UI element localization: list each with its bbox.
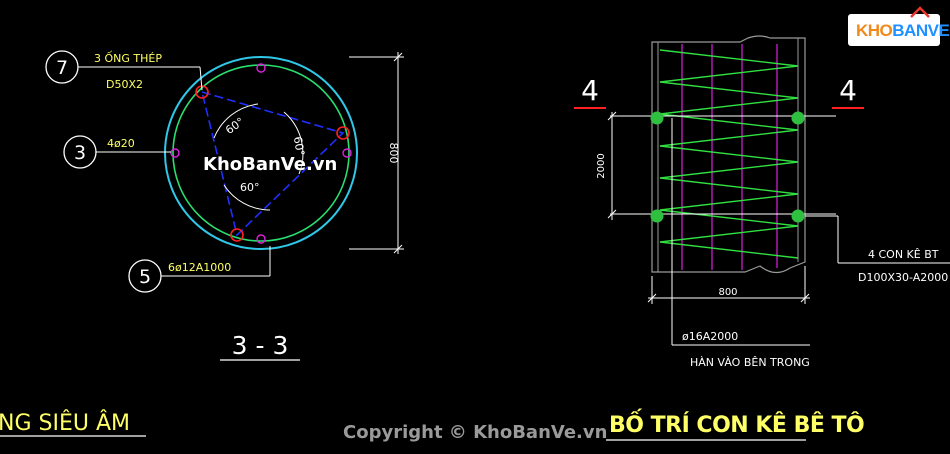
spiral-stirrup bbox=[659, 49, 799, 259]
dimension-spacing-label: 2000 bbox=[596, 153, 607, 178]
spacer-top-left bbox=[650, 111, 664, 125]
spacer-note-line1: 4 CON KÊ BT bbox=[868, 248, 939, 261]
spiral-note-line1: ø16A2000 bbox=[682, 330, 738, 343]
rebar-bottom bbox=[256, 234, 266, 244]
khobanve-logo[interactable]: KHOBANVE bbox=[848, 14, 950, 46]
spacer-bottom-left bbox=[650, 209, 664, 223]
callout-7-arrow bbox=[199, 66, 203, 91]
spacer-top-right bbox=[791, 111, 805, 125]
section-mark-right: 4 bbox=[839, 74, 857, 107]
partial-heading-right: BỐ TRÍ CON KÊ BÊ TÔ bbox=[609, 409, 864, 438]
concrete-spacers bbox=[650, 111, 805, 223]
elevation-4: 4 4 2000 800 ø16A2000 HÀN VÀO BÊN TRONG … bbox=[574, 35, 950, 441]
steel-pipe-3 bbox=[230, 228, 244, 242]
callout-3-number: 3 bbox=[74, 142, 86, 164]
dimension-width-label: 800 bbox=[718, 287, 737, 298]
logo-house-icon bbox=[910, 6, 930, 18]
section-mark-left: 4 bbox=[581, 74, 599, 107]
callout-7-line1: 3 ỐNG THÉP bbox=[94, 51, 162, 65]
rebar-top bbox=[256, 63, 266, 73]
spacer-bottom-right bbox=[791, 209, 805, 223]
outer-ring bbox=[164, 56, 358, 250]
angle-arc-right bbox=[283, 111, 304, 175]
pile-outline bbox=[651, 35, 806, 274]
rebar-right bbox=[342, 148, 352, 158]
angle-arc-bottom bbox=[223, 184, 271, 211]
inner-ring bbox=[172, 64, 350, 242]
logo-text-right: BANVE bbox=[892, 21, 950, 40]
tie-line bbox=[201, 91, 345, 237]
dimension-diameter bbox=[349, 52, 404, 254]
section-title: 3 - 3 bbox=[232, 331, 289, 360]
callout-7-number: 7 bbox=[56, 57, 68, 79]
spiral-note-line2: HÀN VÀO BÊN TRONG bbox=[690, 356, 810, 369]
dimension-width bbox=[647, 266, 810, 304]
rebar-left bbox=[170, 148, 180, 158]
steel-pipe-2 bbox=[336, 126, 350, 140]
callout-3-label: 4ø20 bbox=[107, 137, 135, 150]
watermark-center: KhoBanVe.vn bbox=[203, 154, 337, 175]
angle-label-3: 60° bbox=[240, 181, 260, 194]
dimension-diameter-label: 800 bbox=[387, 143, 400, 164]
watermark-copyright: Copyright © KhoBanVe.vn bbox=[343, 422, 607, 443]
section-3-3: 60° 60° 60° 7 3 ỐNG THÉP D50X2 3 4ø20 5 … bbox=[0, 50, 404, 437]
dimension-spacing bbox=[607, 111, 617, 220]
callout-7-line2: D50X2 bbox=[106, 78, 143, 91]
partial-heading-left: NG SIÊU ÂM bbox=[0, 410, 130, 436]
angle-label-1: 60° bbox=[223, 115, 246, 137]
rebar-marks bbox=[170, 63, 352, 244]
spacer-note-line2: D100X30-A2000 bbox=[858, 271, 948, 284]
logo-text-left: KHO bbox=[856, 21, 893, 40]
callout-5-number: 5 bbox=[139, 266, 151, 288]
angle-label-2: 60° bbox=[291, 136, 307, 157]
callout-5-label: 6ø12A1000 bbox=[168, 261, 231, 274]
angle-arc-top bbox=[213, 103, 259, 139]
